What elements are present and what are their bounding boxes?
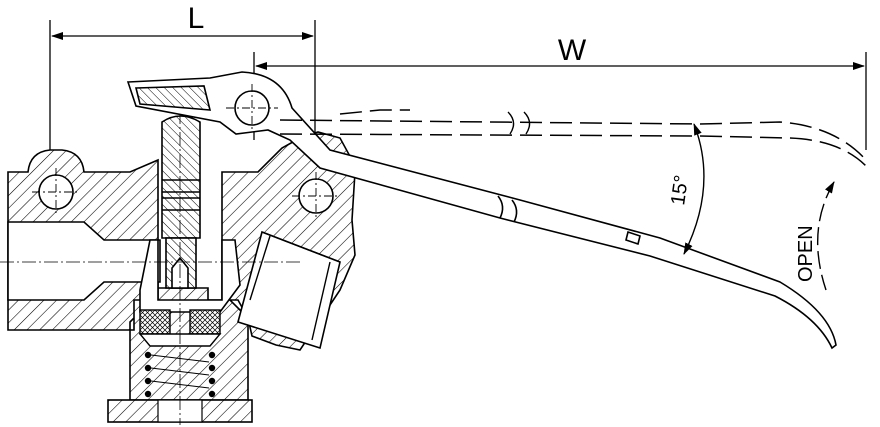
- stem-upper: [161, 115, 201, 239]
- lever-grip-hatched: [134, 85, 212, 111]
- lever-open-dashed: [279, 109, 867, 167]
- central-chamber: [139, 239, 241, 313]
- outlet-socket: [249, 231, 341, 341]
- angle-label: 15°: [667, 174, 693, 207]
- spring: [144, 351, 216, 398]
- lever-tab: [625, 230, 641, 246]
- angle-arc: [683, 123, 705, 255]
- open-label: OPEN: [795, 225, 817, 282]
- lever-open-marks: [507, 111, 531, 135]
- inlet-bore: [7, 221, 161, 301]
- lever-body: [126, 71, 837, 350]
- pivot-crosshair: [226, 84, 278, 132]
- valve-stem: [161, 115, 201, 289]
- lever-break-1: [497, 195, 504, 219]
- centerlines: [0, 110, 300, 425]
- lever-break-2: [511, 199, 518, 223]
- dim-w-label: W: [558, 34, 587, 67]
- hole-crosshairs: [32, 168, 340, 220]
- open-direction-arc: [817, 181, 835, 291]
- packing-gland: [139, 309, 221, 335]
- dim-l-label: L: [188, 2, 205, 35]
